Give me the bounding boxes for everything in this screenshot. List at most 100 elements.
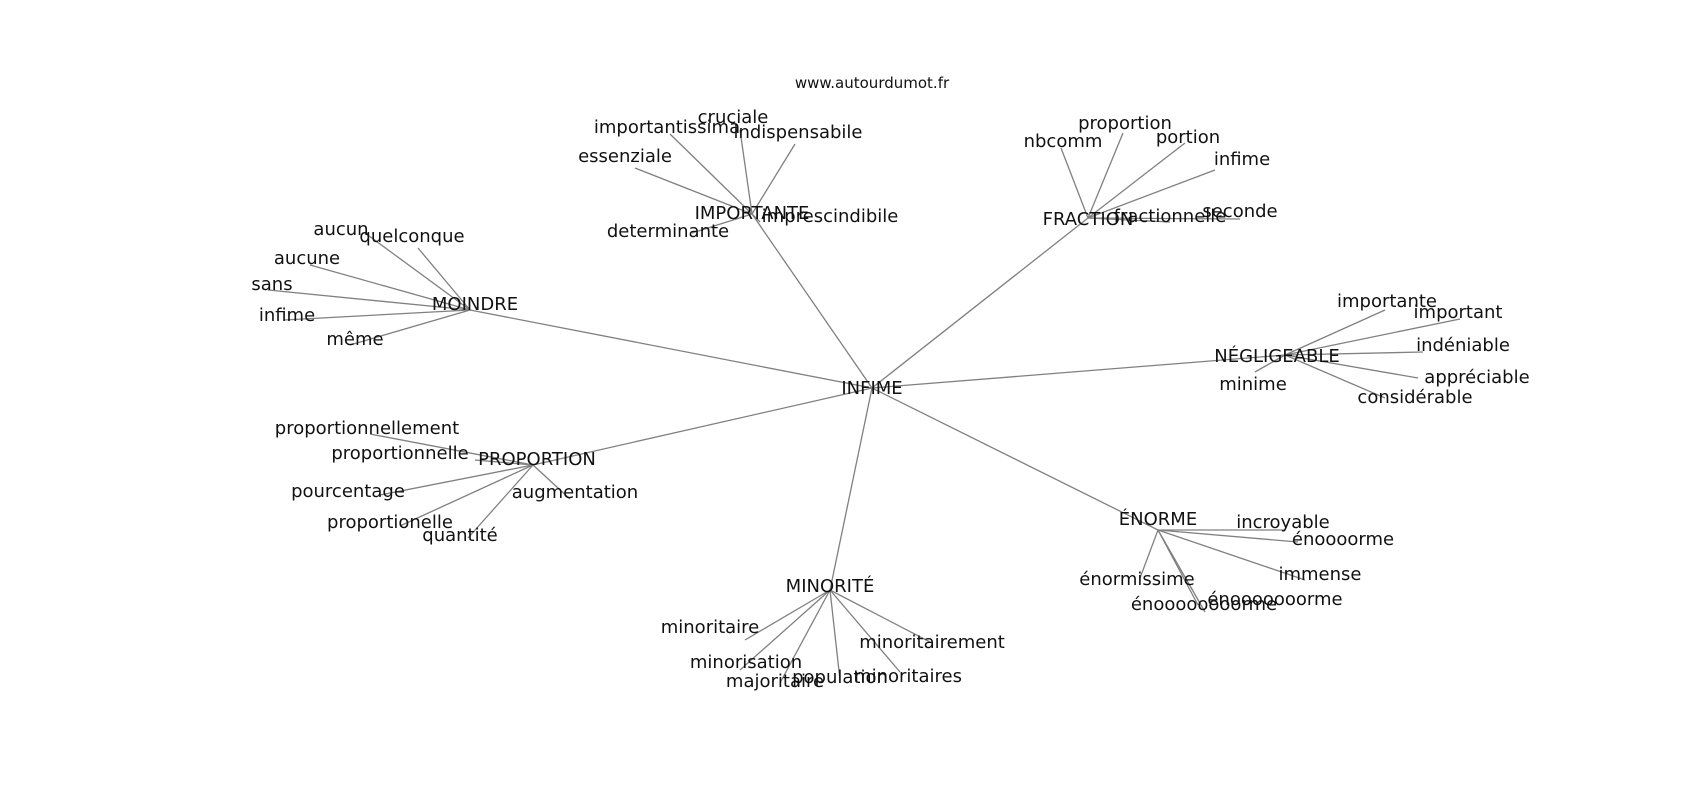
word-node-proportion-0[interactable]: proportionnellement (275, 418, 459, 439)
edge-fraction-1 (1087, 132, 1124, 219)
group-node-negligeable[interactable]: NÉGLIGEABLE (1214, 345, 1340, 367)
edge-proportion-1 (474, 459, 534, 466)
word-node-fraction-2[interactable]: portion (1156, 127, 1220, 148)
word-node-proportion-2[interactable]: pourcentage (291, 481, 405, 502)
word-node-enorme-1[interactable]: énoooorme (1292, 529, 1394, 550)
word-node-minorite-5[interactable]: minoritaires (854, 666, 962, 687)
word-node-minorite-1[interactable]: minorisation (690, 652, 802, 673)
labels-layer: www.autourdumot.fr INFIME IMPORTANTE impo… (251, 74, 1529, 692)
word-node-moindre-5[interactable]: même (326, 329, 383, 350)
edge-moindre-2 (309, 264, 471, 311)
edge-minorite-0 (744, 589, 831, 641)
edge-moindre-1 (417, 247, 471, 311)
group-node-proportion[interactable]: PROPORTION (478, 449, 596, 470)
edge-center-moindre (469, 309, 873, 389)
edge-fraction-2 (1087, 142, 1186, 219)
source-label[interactable]: www.autourdumot.fr (795, 74, 950, 92)
edge-center-minorite (829, 387, 873, 591)
edge-enorme-5 (1157, 529, 1206, 613)
word-node-negligeable-5[interactable]: minime (1219, 374, 1287, 395)
edge-enorme-2 (1157, 529, 1306, 581)
word-node-importante-5[interactable]: determinante (607, 221, 729, 242)
edge-proportion-4 (399, 464, 534, 527)
edge-negligeable-0 (1284, 309, 1386, 356)
edge-moindre-3 (267, 289, 471, 311)
edge-proportion-3 (532, 464, 571, 500)
word-node-moindre-3[interactable]: sans (251, 274, 292, 295)
edge-minorite-3 (829, 589, 841, 681)
word-node-proportion-5[interactable]: quantité (422, 525, 497, 546)
edge-moindre-0 (364, 232, 471, 311)
word-node-negligeable-2[interactable]: indéniable (1416, 335, 1510, 356)
word-node-proportion-3[interactable]: augmentation (512, 482, 638, 503)
word-node-fraction-4[interactable]: fractionnelle (1114, 206, 1227, 227)
edge-minorite-2 (779, 589, 831, 684)
edge-minorite-4 (829, 589, 931, 643)
edge-fraction-3 (1087, 169, 1216, 219)
word-node-moindre-4[interactable]: infime (259, 305, 315, 326)
group-node-minorite[interactable]: MINORITÉ (786, 575, 875, 597)
word-node-enorme-2[interactable]: immense (1278, 564, 1361, 585)
word-node-enorme-4[interactable]: énooooooorme (1207, 589, 1342, 610)
edge-negligeable-4 (1284, 354, 1386, 399)
edge-importante-0 (669, 133, 753, 215)
edges-layer (267, 129, 1461, 684)
edge-moindre-5 (349, 309, 471, 346)
center-node-label[interactable]: INFIME (841, 378, 902, 399)
word-node-proportion-4[interactable]: proportionelle (327, 512, 453, 533)
word-node-proportion-1[interactable]: proportionnelle (331, 443, 468, 464)
group-node-importante[interactable]: IMPORTANTE (695, 203, 810, 224)
word-node-moindre-2[interactable]: aucune (274, 248, 340, 269)
edge-proportion-2 (379, 464, 534, 496)
word-node-negligeable-1[interactable]: important (1414, 302, 1503, 323)
edge-importante-2 (751, 143, 796, 215)
word-node-minorite-2[interactable]: majoritaire (726, 671, 824, 692)
edge-moindre-4 (283, 309, 471, 321)
word-node-enorme-3[interactable]: énormissime (1079, 569, 1194, 590)
edge-importante-3 (634, 167, 753, 215)
edge-enorme-3 (1139, 529, 1159, 579)
word-node-enorme-5[interactable]: énoooooooorme (1131, 594, 1277, 615)
word-node-enorme-0[interactable]: incroyable (1236, 512, 1330, 533)
word-node-importante-1[interactable]: cruciale (698, 107, 769, 128)
word-node-importante-2[interactable]: indispensabile (733, 122, 862, 143)
word-node-minorite-0[interactable]: minoritaire (661, 617, 760, 638)
edge-importante-5 (691, 213, 753, 234)
word-node-negligeable-3[interactable]: appréciable (1424, 367, 1529, 388)
word-node-minorite-3[interactable]: population (792, 667, 888, 688)
edge-fraction-5 (1087, 217, 1241, 220)
edge-negligeable-3 (1284, 354, 1419, 379)
group-node-fraction[interactable]: FRACTION (1043, 209, 1134, 230)
word-node-importante-0[interactable]: importantissima (594, 117, 740, 138)
edge-importante-4 (751, 213, 761, 223)
word-node-importante-4[interactable]: imprescindibile (762, 206, 899, 227)
edge-center-enorme (871, 387, 1159, 531)
word-node-fraction-1[interactable]: proportion (1078, 113, 1172, 134)
edge-center-proportion (532, 387, 873, 466)
edge-center-negligeable (871, 354, 1286, 389)
word-node-moindre-0[interactable]: aucun (313, 219, 368, 240)
edge-enorme-1 (1157, 529, 1299, 543)
word-node-minorite-4[interactable]: minoritairement (859, 632, 1005, 653)
edge-proportion-5 (467, 464, 534, 539)
word-node-importante-3[interactable]: essenziale (578, 146, 672, 167)
edge-negligeable-1 (1284, 318, 1461, 356)
word-node-fraction-5[interactable]: seconde (1202, 201, 1277, 222)
word-node-fraction-0[interactable]: nbcomm (1024, 131, 1103, 152)
word-node-negligeable-0[interactable]: importante (1337, 291, 1437, 312)
word-node-fraction-3[interactable]: infime (1214, 149, 1270, 170)
edge-center-fraction (871, 217, 1089, 389)
edge-negligeable-2 (1284, 351, 1424, 356)
group-node-enorme[interactable]: ÉNORME (1119, 508, 1197, 530)
edge-negligeable-5 (1254, 354, 1286, 373)
edge-fraction-0 (1060, 147, 1089, 219)
word-node-negligeable-4[interactable]: considérable (1357, 387, 1472, 408)
edge-center-importante (751, 213, 873, 389)
edge-proportion-0 (369, 433, 534, 466)
edge-minorite-1 (739, 589, 831, 671)
word-node-moindre-1[interactable]: quelconque (359, 226, 464, 247)
group-node-moindre[interactable]: MOINDRE (432, 294, 518, 315)
edge-importante-1 (739, 129, 753, 215)
edge-minorite-5 (829, 589, 901, 673)
